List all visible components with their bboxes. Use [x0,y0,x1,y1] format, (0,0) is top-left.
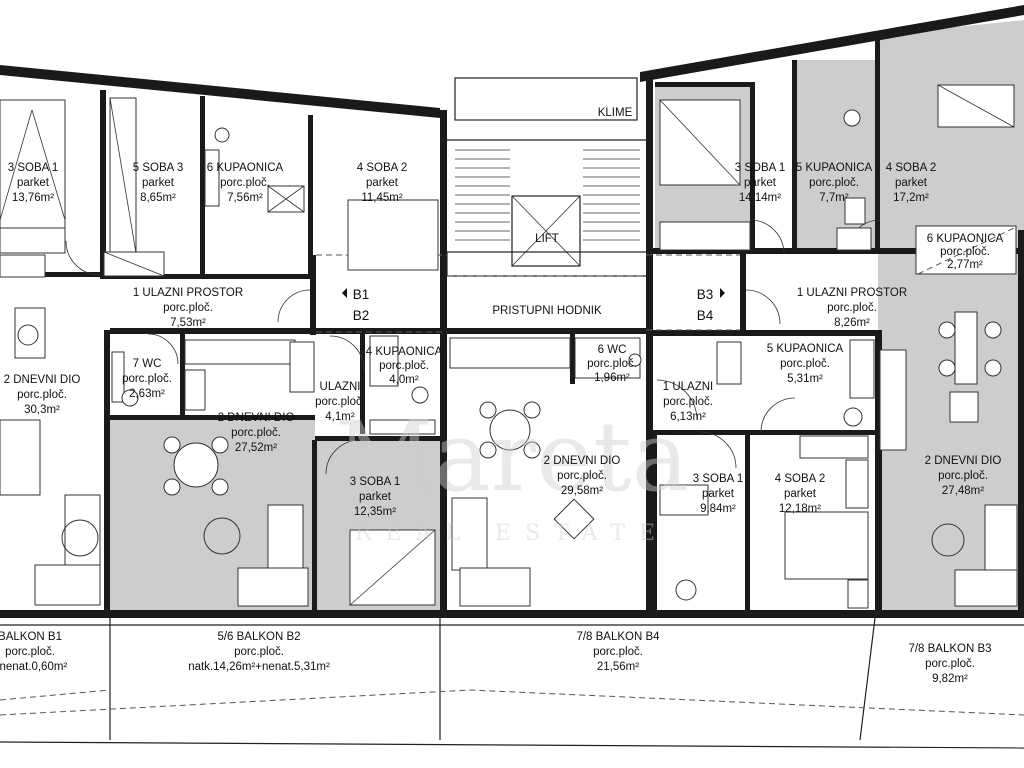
arrow-right-icon [720,288,725,298]
hodnik-label: PRISTUPNI HODNIK [492,305,602,317]
watermark: Mareta REAL ESTATE [335,401,689,546]
interior-walls [0,40,1023,610]
furniture [0,84,1018,609]
outer-walls [0,5,1024,618]
lift-label: LIFT [535,233,559,245]
watermark-brand: Mareta [335,401,689,513]
entry-b3-label: B3 [697,287,714,302]
entry-b4-label: B4 [697,308,714,323]
entry-b1-label: B1 [353,287,370,302]
balcony-edge [0,617,1024,749]
watermark-subtitle: REAL ESTATE [355,521,669,546]
klime-label: KLIME [598,107,633,119]
common-labels: KLIME LIFT PRISTUPNI HODNIK B1 B2 B3 B4 [342,107,725,323]
entry-b2-label: B2 [353,308,370,323]
arrow-left-icon [342,288,347,298]
stair-treads [455,149,640,241]
